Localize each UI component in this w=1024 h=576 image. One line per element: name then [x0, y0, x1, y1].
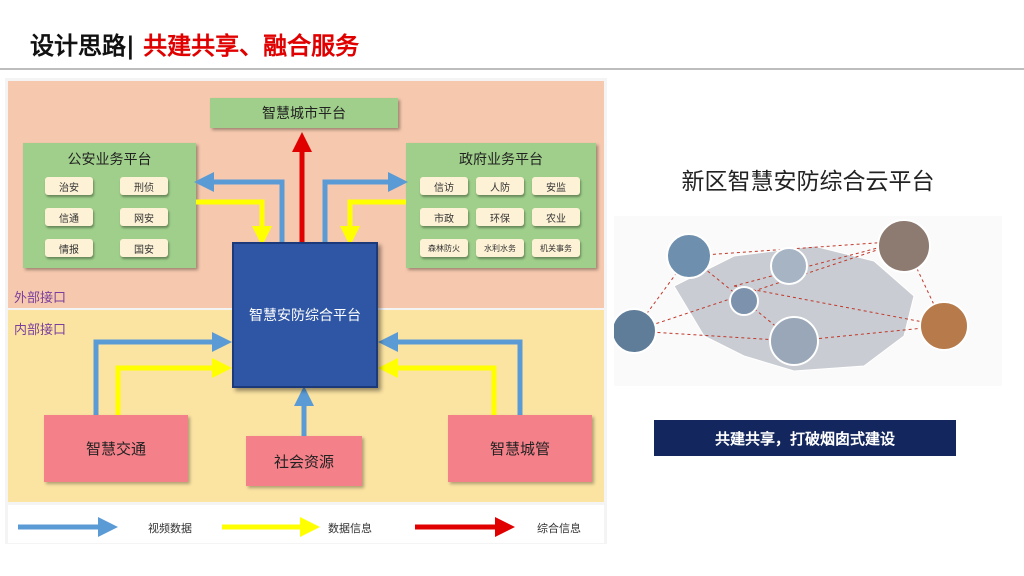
smart-traffic: 智慧交通	[44, 415, 188, 482]
page-title: 设计思路| 共建共享、融合服务	[30, 26, 359, 61]
divider	[0, 68, 1024, 70]
gov-item: 信访	[420, 177, 468, 195]
police-item: 治安	[45, 177, 93, 195]
gov-item: 市政	[420, 208, 468, 226]
social-resources: 社会资源	[246, 436, 362, 486]
legend-integrated-label: 综合信息	[537, 522, 581, 535]
internal-interface-label: 内部接口	[14, 323, 67, 338]
china-map-image	[614, 216, 1002, 386]
title-prefix: 设计思路|	[30, 32, 135, 60]
gov-item: 水利水务	[476, 239, 524, 257]
police-item: 刑侦	[120, 177, 168, 195]
title-main: 共建共享、融合服务	[143, 32, 360, 60]
arrow-blue	[322, 172, 408, 242]
external-interface-label: 外部接口	[14, 291, 67, 306]
arrow-blue	[93, 332, 232, 415]
cloud-platform-title: 新区智慧安防综合云平台	[681, 169, 935, 195]
legend-video-label: 视频数据	[148, 522, 192, 535]
arrow-yellow	[196, 199, 272, 246]
police-item: 国安	[120, 239, 168, 257]
arrow-yellow	[340, 199, 406, 246]
gov-item: 农业	[532, 208, 580, 226]
smart-city-platform: 智慧城市平台	[210, 98, 398, 128]
flow-arrows	[18, 132, 523, 537]
gov-item: 森林防火	[420, 239, 468, 257]
legend-data-label: 数据信息	[328, 522, 372, 535]
arrow-yellow	[115, 358, 232, 415]
smart-city-management: 智慧城管	[448, 415, 592, 482]
police-item: 情报	[45, 239, 93, 257]
central-platform: 智慧安防综合平台	[232, 242, 378, 388]
arrow-blue	[194, 172, 285, 242]
gov-item: 安监	[532, 177, 580, 195]
police-title: 公安业务平台	[67, 152, 152, 168]
police-item: 网安	[120, 208, 168, 226]
gov-title: 政府业务平台	[459, 152, 543, 168]
police-item: 信通	[45, 208, 93, 226]
gov-item: 环保	[476, 208, 524, 226]
arrow-blue	[378, 332, 523, 415]
gov-item: 人防	[476, 177, 524, 195]
slogan-banner: 共建共享，打破烟囱式建设	[654, 420, 956, 456]
gov-item: 机关事务	[532, 239, 580, 257]
arrow-yellow	[378, 358, 497, 415]
